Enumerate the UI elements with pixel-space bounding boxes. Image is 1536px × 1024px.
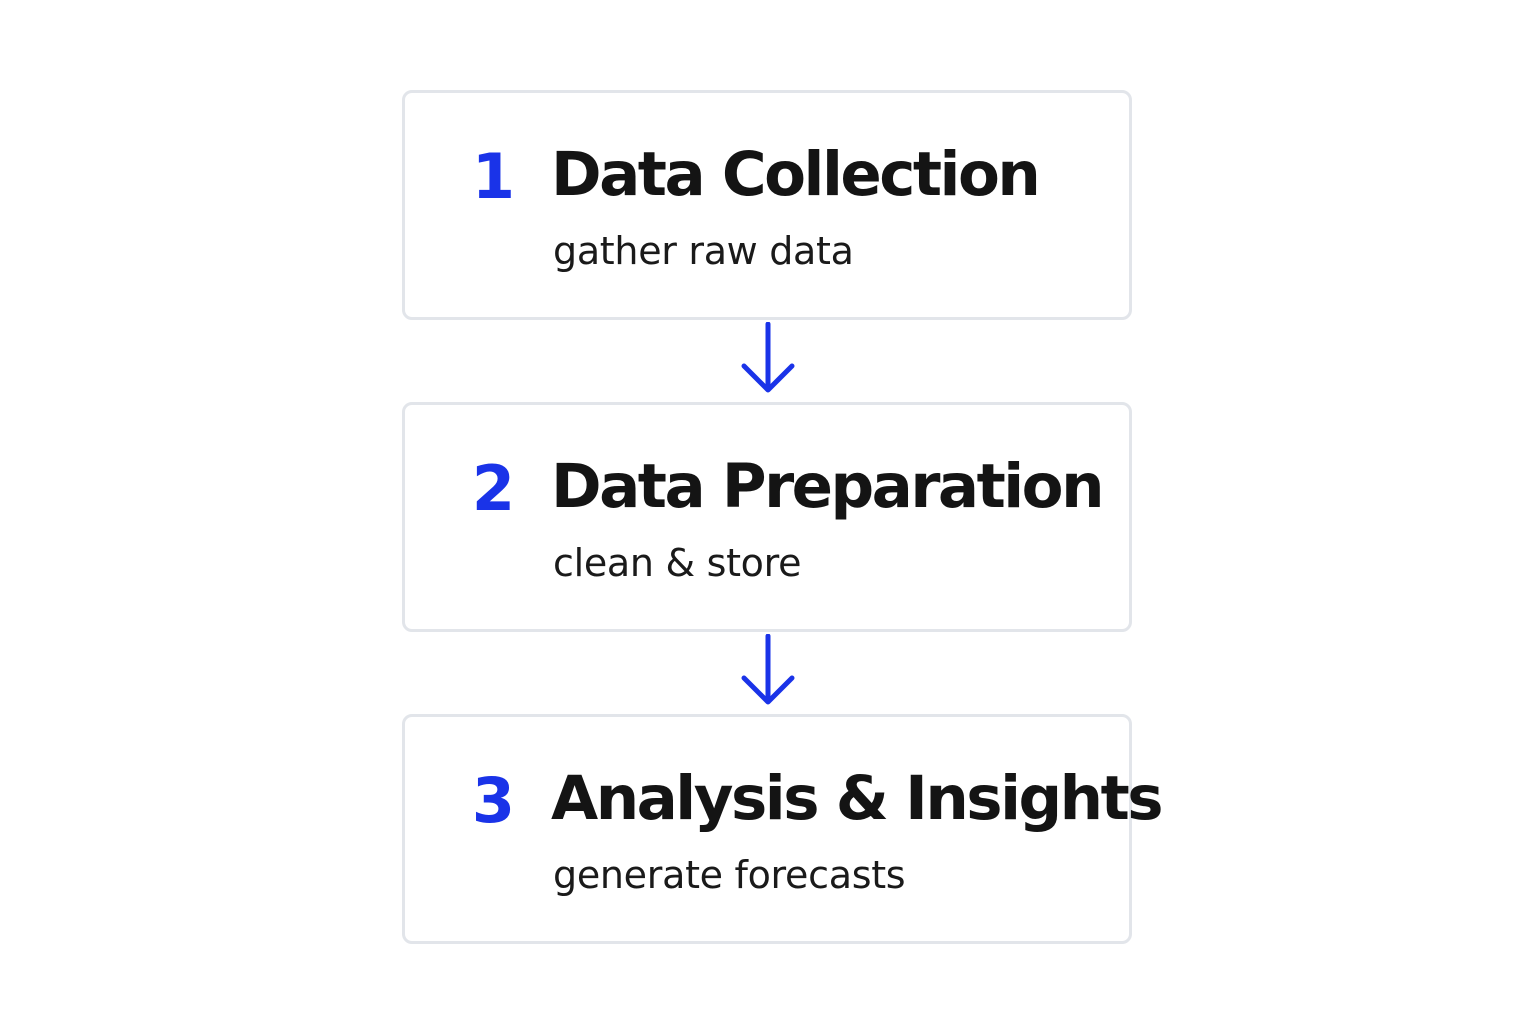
step-box-analysis-insights: 3 Analysis & Insights generate forecasts — [402, 714, 1164, 944]
step-subtitle: generate forecasts — [553, 853, 906, 897]
step-title: Analysis & Insights — [551, 763, 1164, 834]
step-title: Data Preparation — [551, 451, 1105, 522]
step-number: 1 — [471, 140, 515, 213]
arrow-down-icon — [741, 634, 795, 705]
step-box-data-collection: 1 Data Collection gather raw data — [402, 90, 1132, 320]
arrow-down-icon — [741, 322, 795, 393]
step-title: Data Collection — [551, 139, 1041, 210]
step-number: 3 — [471, 764, 515, 837]
step-subtitle: gather raw data — [553, 229, 854, 273]
step-subtitle: clean & store — [553, 541, 802, 585]
step-box-data-preparation: 2 Data Preparation clean & store — [402, 402, 1132, 632]
step-number: 2 — [471, 452, 515, 525]
